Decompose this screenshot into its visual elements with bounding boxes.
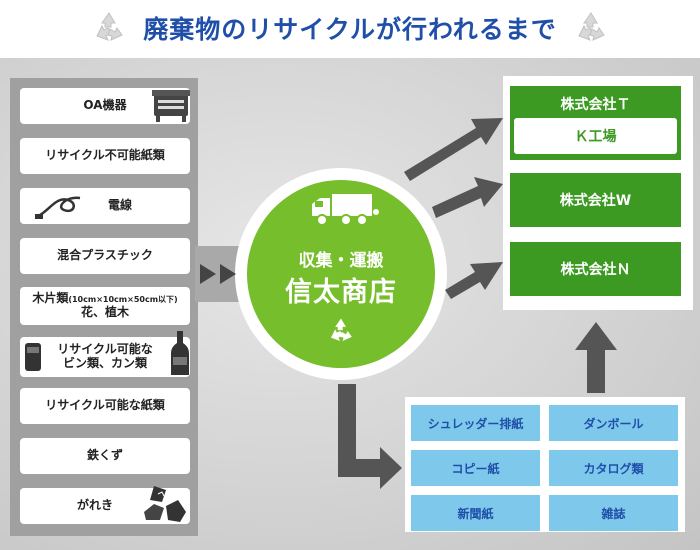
company-t-label: 株式会社Ｔ — [560, 97, 631, 113]
page-header: 廃棄物のリサイクルが行われるまで — [0, 8, 700, 48]
waste-item-scrap-iron: 鉄くず — [20, 438, 190, 474]
recycle-icon — [96, 12, 123, 41]
paper-category: カタログ類 — [549, 450, 678, 486]
waste-item-label: ビン類、カン類 — [62, 356, 147, 370]
can-icon — [25, 343, 41, 371]
paper-category: 新聞紙 — [411, 495, 540, 531]
bottle-icon — [171, 331, 189, 375]
waste-item-rubble: がれき — [20, 486, 190, 524]
waste-item-recyclable-paper: リサイクル可能な紙類 — [20, 388, 190, 424]
company-t-factory: Ｋ工場 — [514, 118, 677, 154]
waste-item-label: 花、植木 — [80, 305, 129, 319]
waste-item-nonrecyclable-paper: リサイクル不可能紙類 — [20, 138, 190, 174]
paper-category: シュレッダー排紙 — [411, 405, 540, 441]
company-w-label: 株式会社W — [559, 193, 632, 209]
waste-item-bottles-cans: リサイクル可能な ビン類、カン類 — [20, 331, 190, 377]
page-title: 廃棄物のリサイクルが行われるまで — [143, 15, 557, 44]
waste-item-mixed-plastic: 混合プラスチック — [20, 238, 190, 274]
rubble-icon — [144, 486, 186, 522]
truck-icon — [312, 194, 379, 226]
waste-item-label: がれき — [76, 498, 113, 513]
recycle-icon — [331, 318, 352, 341]
company-name: 信太商店 — [285, 277, 397, 308]
company-n-label: 株式会社Ｎ — [560, 262, 631, 278]
waste-item-label: 混合プラスチック — [57, 248, 153, 263]
recycle-icon — [578, 12, 605, 41]
waste-item-label: 木片類 — [32, 291, 69, 306]
paper-category: コピー紙 — [411, 450, 540, 486]
company-w-box: 株式会社W — [510, 173, 681, 227]
waste-item-cable: 電線 — [20, 188, 190, 224]
waste-item-label: リサイクル可能な紙類 — [45, 398, 165, 413]
waste-item-oa: OA機器 — [20, 88, 190, 124]
waste-item-size-note: (10cm×10cm×50cm以下) — [68, 295, 178, 305]
waste-item-label: リサイクル不可能紙類 — [45, 148, 165, 163]
waste-item-wood: 木片類(10cm×10cm×50cm以下) 花、植木 — [20, 287, 190, 325]
waste-item-label: リサイクル可能な — [57, 342, 153, 357]
paper-category: 雑誌 — [549, 495, 678, 531]
waste-item-label: OA機器 — [83, 98, 127, 113]
company-n-box: 株式会社Ｎ — [510, 242, 681, 296]
cable-icon — [35, 196, 81, 219]
paper-category: ダンボール — [549, 405, 678, 441]
collection-label: 収集・運搬 — [298, 251, 384, 271]
waste-item-label: 電線 — [107, 198, 132, 213]
copier-icon — [152, 90, 190, 122]
waste-item-label: 鉄くず — [86, 448, 123, 463]
